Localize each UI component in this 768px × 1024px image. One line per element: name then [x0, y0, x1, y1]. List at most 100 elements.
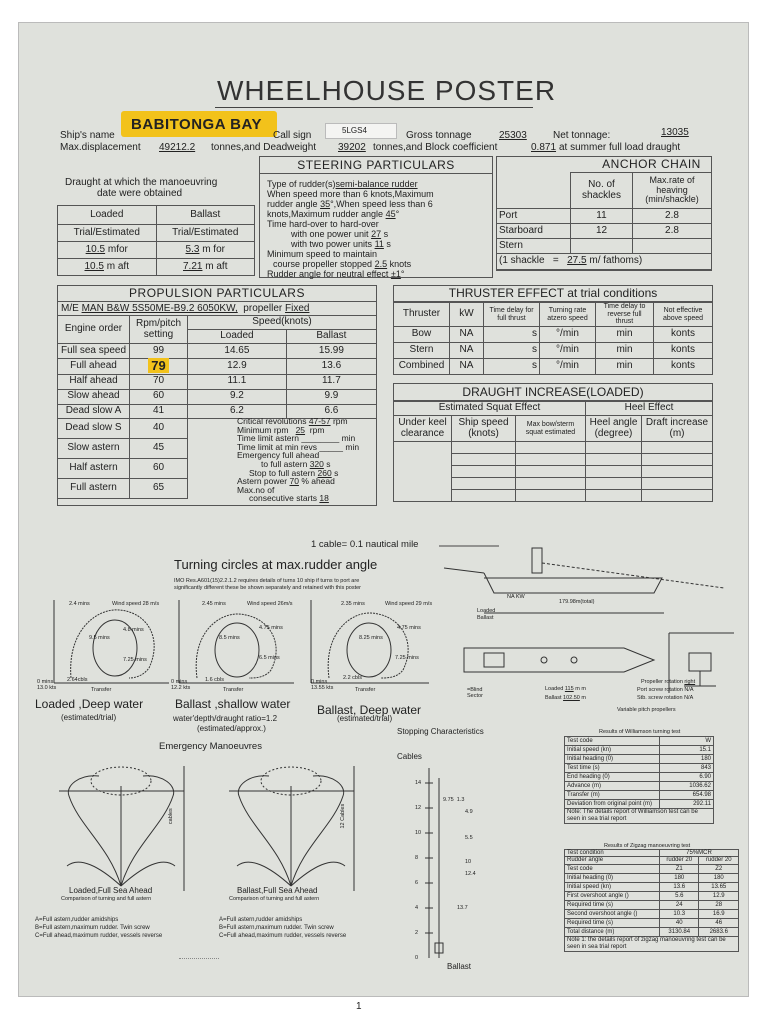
prop-row-rpm: 70 [129, 373, 188, 390]
c1-sub: (estimated/trial) [61, 713, 117, 722]
c3-time-4: 7.25 mins [395, 655, 419, 661]
c2-time-1: 2.45 mins [202, 601, 226, 607]
disp-label: Max.displacement [60, 142, 141, 153]
turning-circles-diagram [53, 600, 429, 684]
c1-label: Loaded ,Deep water [35, 697, 144, 711]
zigzag-value: 12.9 [698, 890, 739, 901]
stop-mark-3: 5.5 [465, 835, 473, 841]
prop-astern-order: Full astern [57, 477, 130, 499]
williamson-label: Initial speed (kn) [564, 745, 660, 755]
anchor-row-port: Port [496, 208, 571, 224]
di-h-speed: Ship speed (knots) [451, 415, 516, 442]
williamson-value: 6.90 [659, 772, 714, 782]
c1-time-3: 9.5 mins [89, 635, 110, 641]
imo-note-2: significantly different these be shown s… [174, 585, 362, 591]
prop-row-order: Full ahead [57, 358, 130, 375]
prop-row-order: Full sea speed [57, 343, 130, 359]
stop-tick-0: 0 [415, 955, 419, 961]
c2-time-4: 6.5 mins [259, 655, 280, 661]
draught-aft-loaded: 10.5 m aft [57, 258, 157, 276]
c2-time-3: 8.5 mins [219, 635, 240, 641]
cb-tail: at summer full load draught [559, 142, 681, 153]
williamson-value: 654.98 [659, 790, 714, 800]
c3-time-3: 8.25 mins [359, 635, 383, 641]
draught-inc-title-box: DRAUGHT INCREASE(LOADED) [393, 383, 713, 401]
c1-transfer-value: 2.64cbls [67, 677, 88, 683]
prop-row-rpm: 60 [129, 388, 188, 405]
williamson-title: Results of Williamson turning test [599, 729, 681, 735]
c2-transfer-value: 1.6 cbls [205, 677, 224, 683]
ballast-label: Ballast [477, 615, 494, 621]
di-h-squat: Max bow/sterm squat estimated [515, 415, 586, 442]
stop-tick-6: 6 [415, 880, 419, 886]
ship-name-highlight [121, 111, 277, 137]
williamson-label: Deviation from original point (m) [564, 799, 660, 809]
stopping-chart [425, 768, 444, 958]
prop-row-loaded: 11.1 [187, 373, 287, 390]
zigzag-value: 46 [698, 917, 739, 928]
zigzag-title: Results of Zigzag manoeuvring test [604, 843, 691, 849]
c3-time-2: 4.75 mins [397, 625, 421, 631]
anchor-title: ANCHOR CHAIN [592, 157, 711, 173]
draught-intro-2: date were obtained [97, 188, 183, 199]
thruster-row-name: Bow [393, 326, 450, 343]
williamson-row: Initial speed (kn)15.1 [564, 745, 714, 755]
c1-time-2: 4.8 mins [123, 627, 144, 633]
draught-aft-ballast: 7.21 m aft [155, 258, 255, 276]
williamson-label: Transfer (m) [564, 790, 660, 800]
williamson-label: Advance (m) [564, 781, 660, 791]
draught-inc-title: DRAUGHT INCREASE(LOADED) [462, 385, 644, 399]
prop-row-rpm: 99 [129, 343, 188, 359]
zigzag-value: 180 [658, 872, 700, 883]
anchor-stern-rate [632, 238, 712, 254]
prop-h-loaded: Loaded [187, 329, 287, 344]
williamson-row: Initial heading (0)180 [564, 754, 714, 764]
williamson-value: 1036.62 [659, 781, 714, 791]
williamson-row: Transfer (m)654.98 [564, 790, 714, 800]
prop-row-loaded: 9.2 [187, 388, 287, 405]
stop-mark-2: 4.9 [465, 809, 473, 815]
gross-label: Gross tonnage [406, 130, 472, 141]
c1-knots: 13.0 kts [37, 685, 57, 691]
prop-row-rpm-highlight: 79 [129, 358, 188, 375]
c1-wind: Wind speed 28 m/s [112, 601, 160, 607]
stop-tick-4: 4 [415, 905, 419, 911]
williamson-row: Test time (s)843 [564, 763, 714, 773]
anchor-footer: (1 shackle = 27.5 m/ fathoms) [496, 253, 712, 270]
zigzag-label: Initial speed (kn) [564, 881, 660, 892]
stop-tick-14: 14 [415, 780, 422, 786]
williamson-note: Note: The details report of Williamson t… [564, 808, 714, 824]
draught-trial-loaded: Trial/Estimated [57, 224, 157, 242]
stop-mark-5: 12.4 [465, 871, 476, 877]
prop-h-speed: Speed(knots) [187, 315, 377, 330]
c3-time-1: 2.35 mins [341, 601, 365, 607]
prop-row-ballast: 11.7 [285, 373, 378, 390]
e2-label: Ballast,Full Sea Ahead [237, 886, 318, 895]
prop-astern-rpm: 65 [129, 477, 188, 499]
thruster-h-noteff: Not effective above speed [653, 302, 713, 327]
zigzag-value: 3130.84 [658, 926, 700, 937]
thruster-row-kw: NA [449, 358, 484, 375]
anchor-port-rate: 2.8 [632, 208, 712, 224]
zigzag-value: 13.6 [658, 881, 700, 892]
stop-mark-1: 9.75 1.3 [443, 797, 465, 803]
thruster-row-rate: °/min [539, 326, 596, 343]
di-h-draft: Draft increase (m) [641, 415, 713, 442]
c3-label: Ballast, Deep water [317, 703, 422, 717]
c3-sub: (estimated/trial) [337, 714, 393, 723]
imo-note-1: IMO Res.A601(15)2.2.1.2 requires details… [174, 578, 360, 584]
stop-tick-8: 8 [415, 855, 419, 861]
prop-astern-order: Slow astern [57, 437, 130, 459]
prop-astern-rpm: 45 [129, 437, 188, 459]
steering-box: STEERING PARTICULARS Type of rudder(s)se… [259, 156, 493, 279]
williamson-value: 15.1 [659, 745, 714, 755]
thruster-h-delay: Time delay for full thrust [483, 302, 540, 327]
anchor-stern-shackles [570, 238, 633, 254]
williamson-value: 843 [659, 763, 714, 773]
